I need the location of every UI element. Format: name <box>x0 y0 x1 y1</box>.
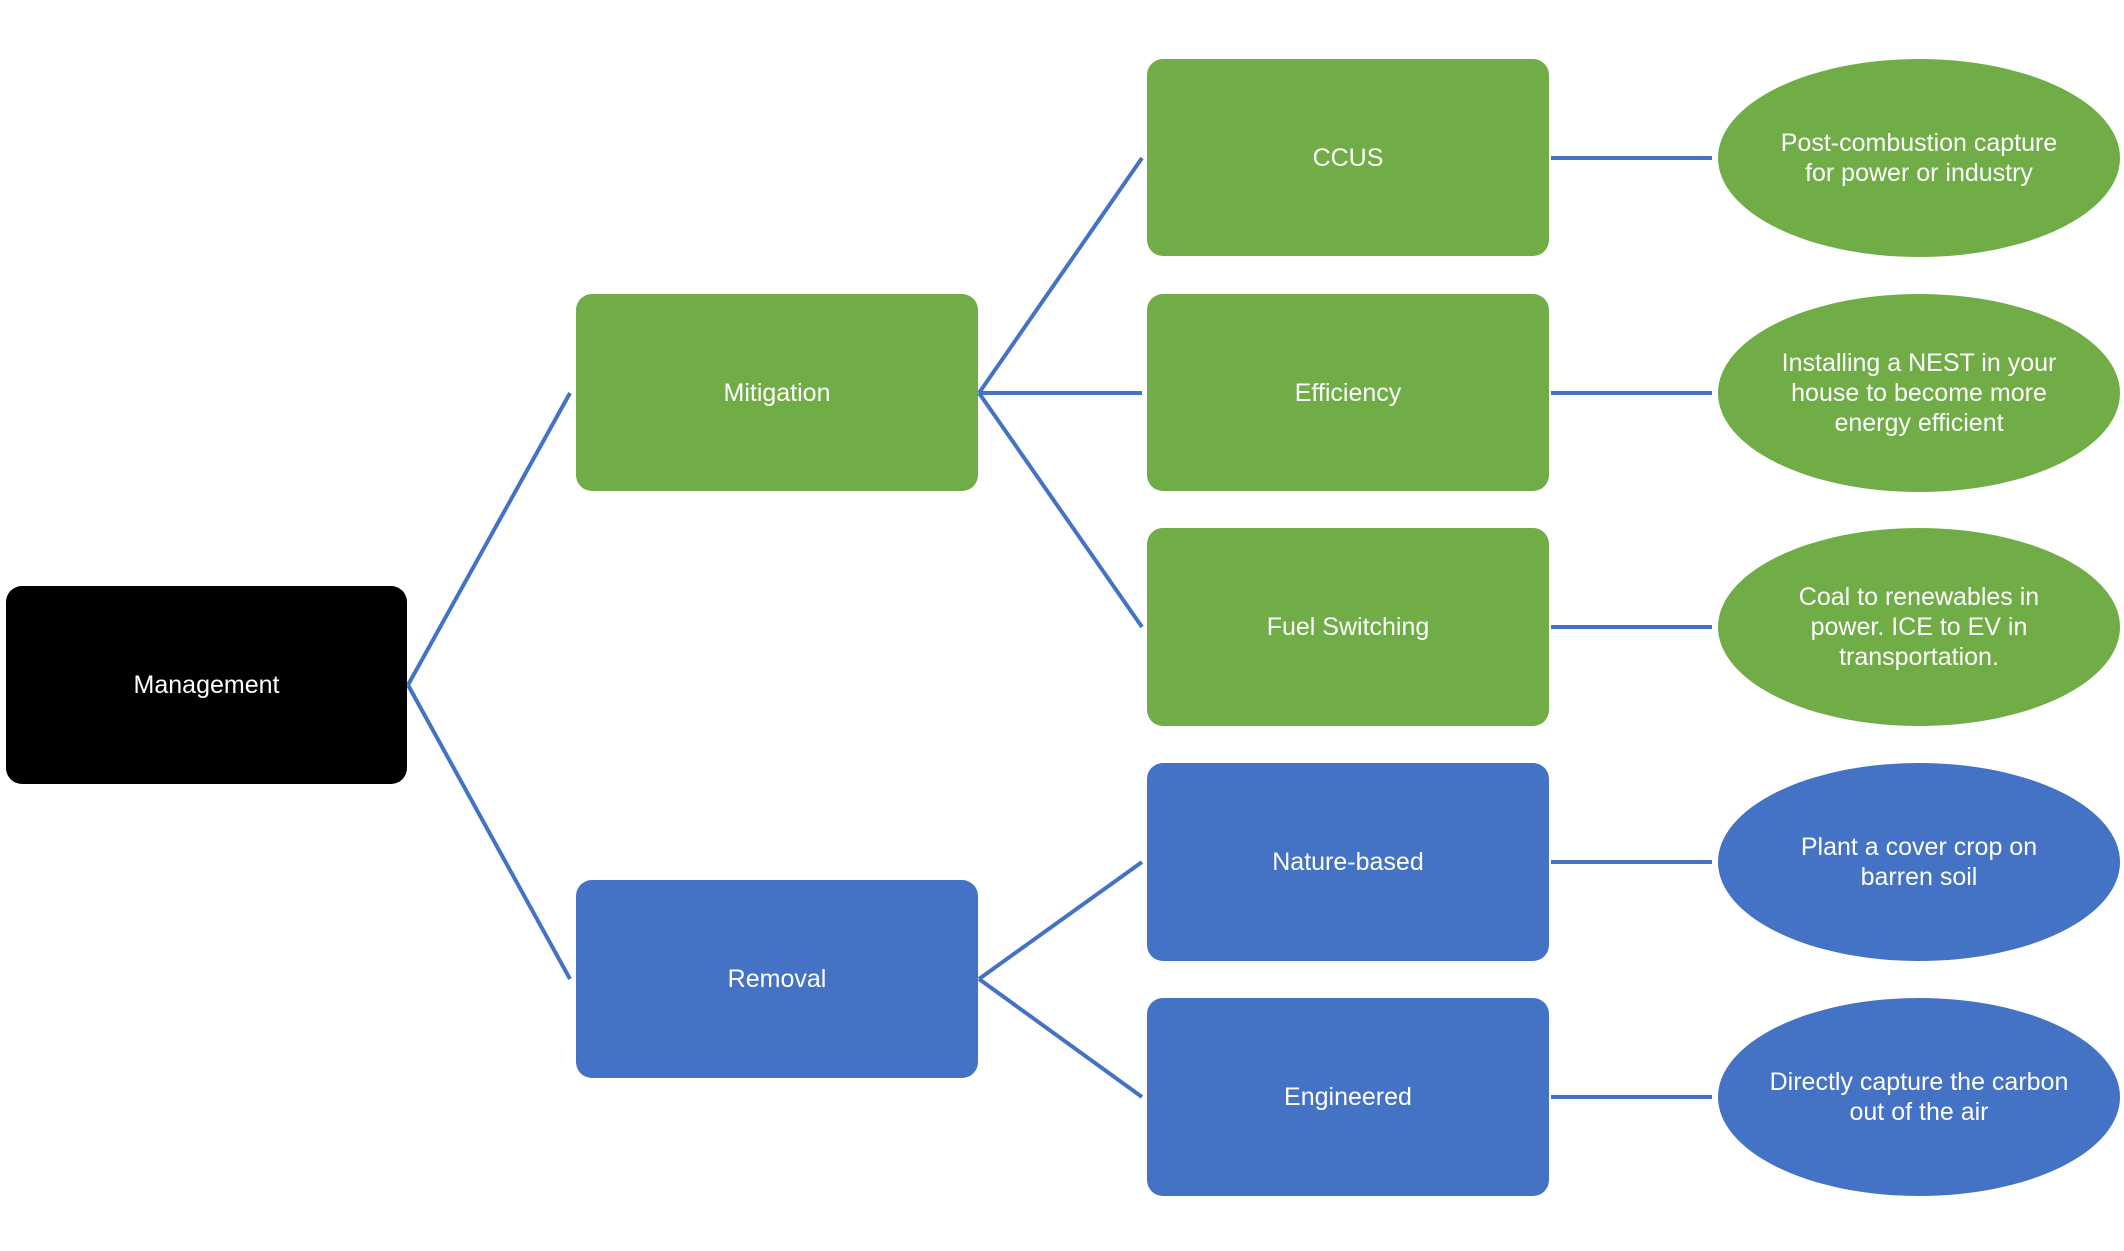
nature-based-label: Nature-based <box>1272 848 1424 876</box>
mitigation-node: Mitigation <box>576 294 978 491</box>
connector-removal-engineered <box>977 977 1144 1099</box>
mitigation-label: Mitigation <box>723 378 831 407</box>
efficiency-label: Efficiency <box>1294 378 1402 407</box>
efficiency-example-ellipse: Installing a NEST in your house to becom… <box>1718 294 2120 492</box>
removal-node: Removal <box>576 880 978 1078</box>
nature-based-example-text: Plant a cover crop on barren soil <box>1800 833 2038 891</box>
ccus-example-text: Post-combustion capture for power or ind… <box>1780 129 2058 187</box>
fuel-switching-node: Fuel Switching <box>1147 528 1549 726</box>
connector-mitigation-fuel-switching <box>977 391 1144 629</box>
connector-removal-nature-based <box>977 860 1144 981</box>
ccus-label: CCUS <box>1312 143 1384 172</box>
engineered-example-ellipse: Directly capture the carbon out of the a… <box>1718 998 2120 1196</box>
nature-based-example-ellipse: Plant a cover crop on barren soil <box>1718 763 2120 961</box>
connector-management-removal <box>406 684 572 980</box>
efficiency-node: Efficiency <box>1147 294 1549 491</box>
ccus-node: CCUS <box>1147 59 1549 256</box>
engineered-label: Engineered <box>1284 1083 1412 1111</box>
connector-management-mitigation <box>406 392 572 686</box>
connector-mitigation-ccus <box>977 156 1144 395</box>
fuel-switching-label: Fuel Switching <box>1266 613 1430 641</box>
engineered-example-text: Directly capture the carbon out of the a… <box>1769 1068 2069 1126</box>
fuel-switching-example-text: Coal to renewables in power. ICE to EV i… <box>1798 583 2040 671</box>
management-node: Management <box>6 586 407 784</box>
management-label: Management <box>133 671 280 699</box>
ccus-example-ellipse: Post-combustion capture for power or ind… <box>1718 59 2120 257</box>
nature-based-node: Nature-based <box>1147 763 1549 961</box>
fuel-switching-example-ellipse: Coal to renewables in power. ICE to EV i… <box>1718 528 2120 726</box>
removal-label: Removal <box>727 965 827 993</box>
engineered-node: Engineered <box>1147 998 1549 1196</box>
efficiency-example-text: Installing a NEST in your house to becom… <box>1781 349 2057 437</box>
